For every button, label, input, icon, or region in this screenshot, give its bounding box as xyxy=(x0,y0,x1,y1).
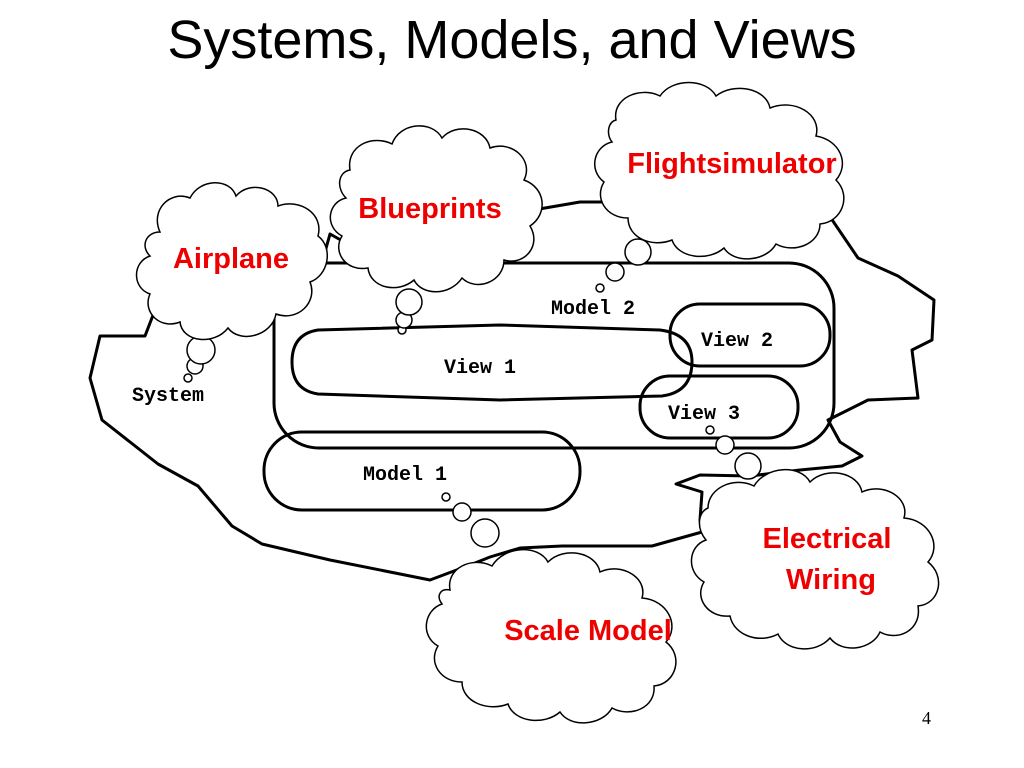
model-2-label: Model 2 xyxy=(551,298,635,321)
view-2-label: View 2 xyxy=(701,330,773,353)
cloud-electrical-label-line1: Electrical xyxy=(763,523,892,555)
cloud-flightsimulator: Flightsimulator xyxy=(594,81,845,260)
cloud-electrical-label-line2: Wiring xyxy=(786,564,876,596)
cloud-blueprints: Blueprints xyxy=(329,125,543,293)
cloud-scale-model: Scale Model xyxy=(425,548,677,724)
view-1-box xyxy=(290,323,694,402)
system-label: System xyxy=(132,385,204,408)
view-3-label: View 3 xyxy=(668,403,740,426)
cloud-electrical-wiring: Electrical Wiring xyxy=(690,468,940,650)
view-1-label: View 1 xyxy=(444,357,516,380)
cloud-blueprints-label: Blueprints xyxy=(358,193,501,225)
cloud-airplane: Airplane xyxy=(135,182,328,341)
cloud-scale-model-label: Scale Model xyxy=(504,615,672,647)
cloud-flightsimulator-label: Flightsimulator xyxy=(627,148,836,180)
model-1-box xyxy=(262,430,582,512)
cloud-airplane-label: Airplane xyxy=(173,243,289,275)
model-2-box xyxy=(272,261,836,450)
model-1-label: Model 1 xyxy=(363,464,447,487)
slide-title: Systems, Models, and Views xyxy=(167,10,857,70)
thought-bubbles xyxy=(183,238,762,548)
view-2-box xyxy=(668,302,832,368)
page-number: 4 xyxy=(922,708,931,728)
